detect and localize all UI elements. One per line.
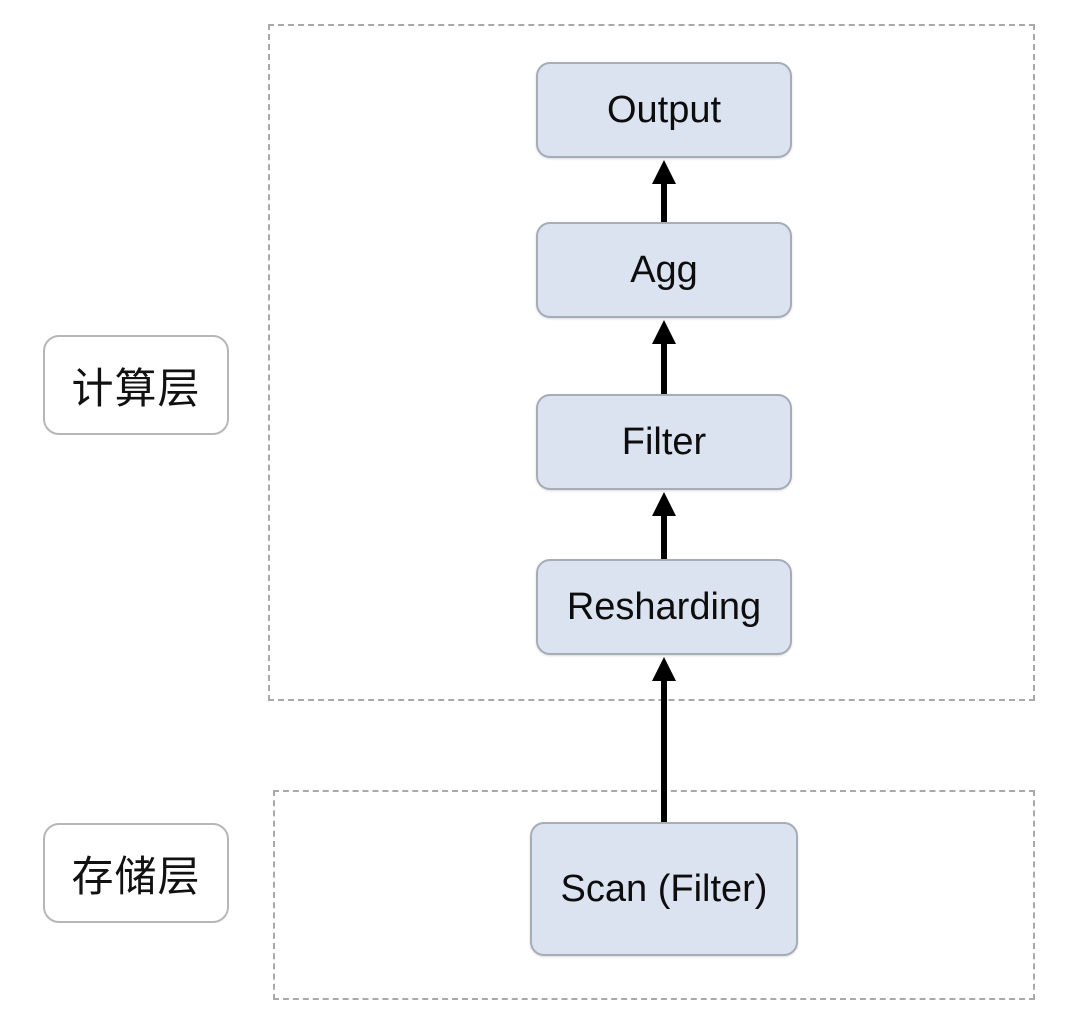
edge-agg-to-output — [652, 160, 676, 222]
compute-layer-frame — [268, 24, 1035, 701]
node-resharding: Resharding — [536, 559, 792, 655]
arrowhead-output — [652, 160, 676, 184]
node-output: Output — [536, 62, 792, 158]
storage-layer-label: 存储层 — [43, 823, 229, 923]
storage-layer-frame — [273, 790, 1035, 1000]
arrowhead-agg — [652, 320, 676, 344]
node-filter: Filter — [536, 394, 792, 490]
arrowhead-resharding — [652, 657, 676, 681]
edge-scan-to-resharding — [652, 657, 676, 822]
compute-layer-label: 计算层 — [43, 335, 229, 435]
edge-filter-to-agg — [652, 320, 676, 394]
node-agg: Agg — [536, 222, 792, 318]
node-scan-filter: Scan (Filter) — [530, 822, 798, 956]
edge-resharding-to-filter — [652, 492, 676, 559]
arrowhead-filter — [652, 492, 676, 516]
